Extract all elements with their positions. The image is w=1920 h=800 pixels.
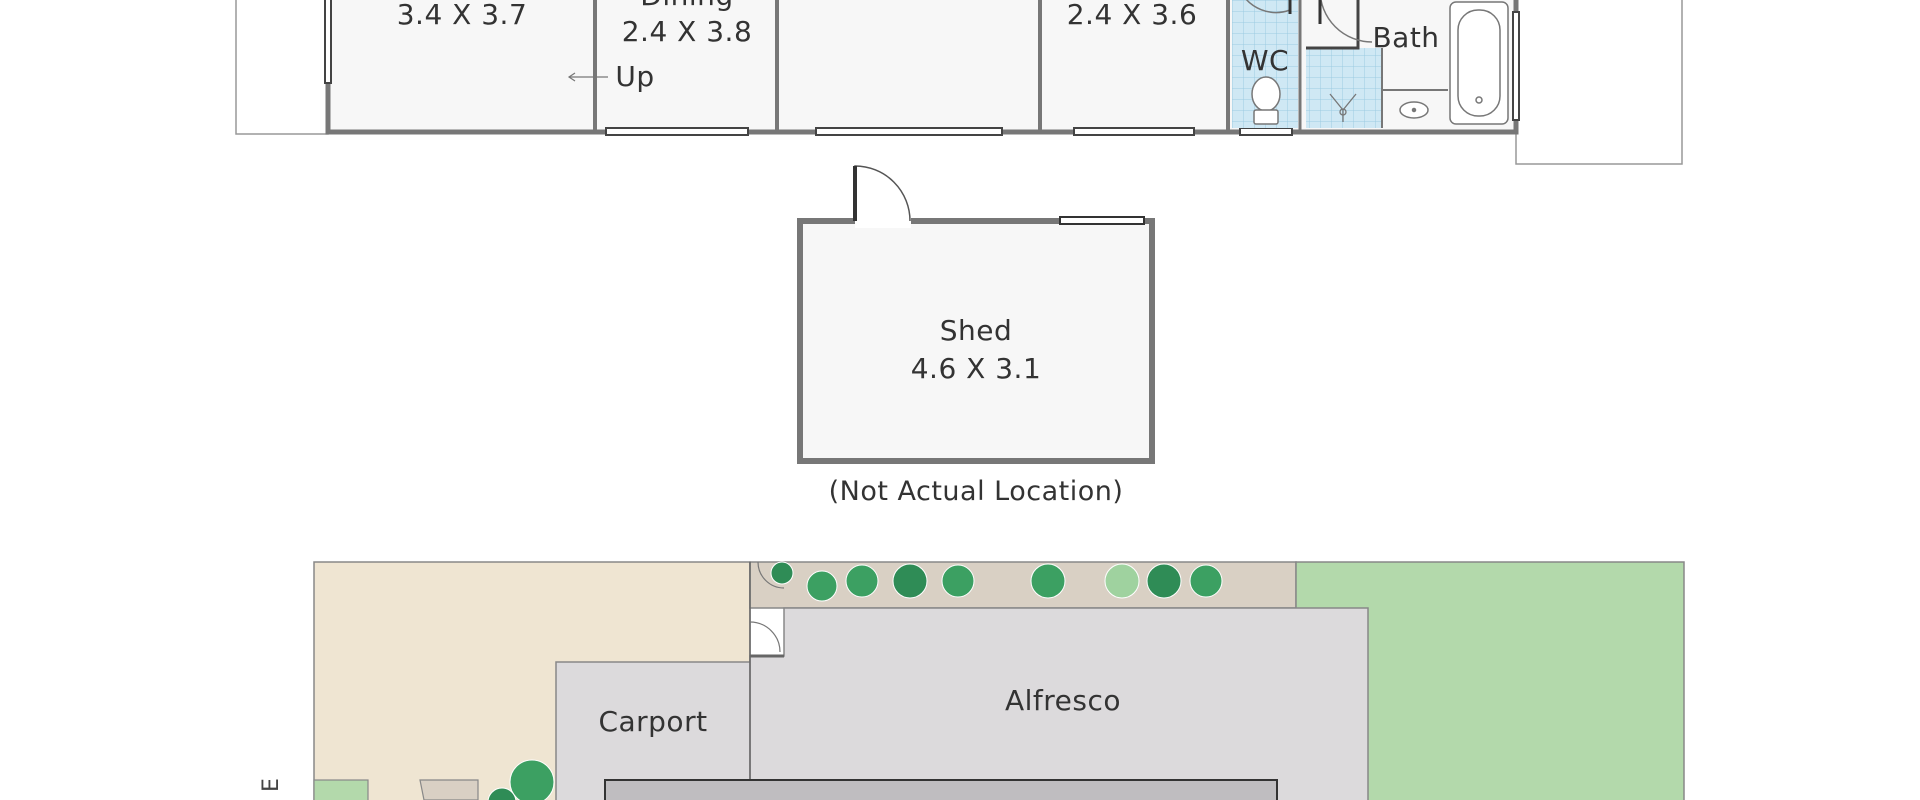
basin-icon [1399, 101, 1429, 119]
shed-dimensions: 4.6 X 3.1 [910, 352, 1042, 385]
house-footprint [604, 779, 1278, 800]
door-swing-icon [749, 621, 781, 653]
stairs-up-label: Up [615, 60, 655, 93]
house-floor-plan [235, 0, 1683, 165]
svg-text:E: E [259, 778, 284, 792]
window [1059, 216, 1145, 225]
shed-plan [797, 165, 1155, 464]
door-swing-icon [854, 165, 911, 222]
shed-outline [797, 218, 1155, 464]
shower-tiled-floor [1306, 48, 1382, 128]
shower-screen [1306, 0, 1360, 50]
bathtub-icon [1449, 1, 1509, 125]
door-swing-icon [1245, 0, 1291, 14]
stairs-arrow-icon [567, 72, 608, 82]
shed-location-note: (Not Actual Location) [828, 476, 1124, 507]
toilet-icon [1251, 76, 1281, 125]
living-room-dimensions: 3.4 X 3.7 [396, 0, 528, 31]
porch-area [235, 0, 329, 135]
site-plan: E [259, 561, 1685, 800]
dining-room-dimensions: 2.4 X 3.8 [621, 15, 753, 48]
alfresco-label: Alfresco [1004, 684, 1122, 717]
bedroom-dimensions: 2.4 X 3.6 [1066, 0, 1198, 31]
bath-label: Bath [1372, 21, 1440, 54]
door-swing-icon [1320, 0, 1373, 43]
shed-label: Shed [939, 314, 1013, 347]
shower-icon [1329, 93, 1357, 122]
tree-icon [487, 561, 1223, 800]
side-area [1515, 0, 1683, 165]
carport-label: Carport [598, 705, 708, 738]
window [324, 0, 1520, 136]
wc-label: WC [1240, 44, 1290, 77]
dining-room-label: Dining [640, 0, 733, 13]
carport-area [555, 661, 757, 800]
